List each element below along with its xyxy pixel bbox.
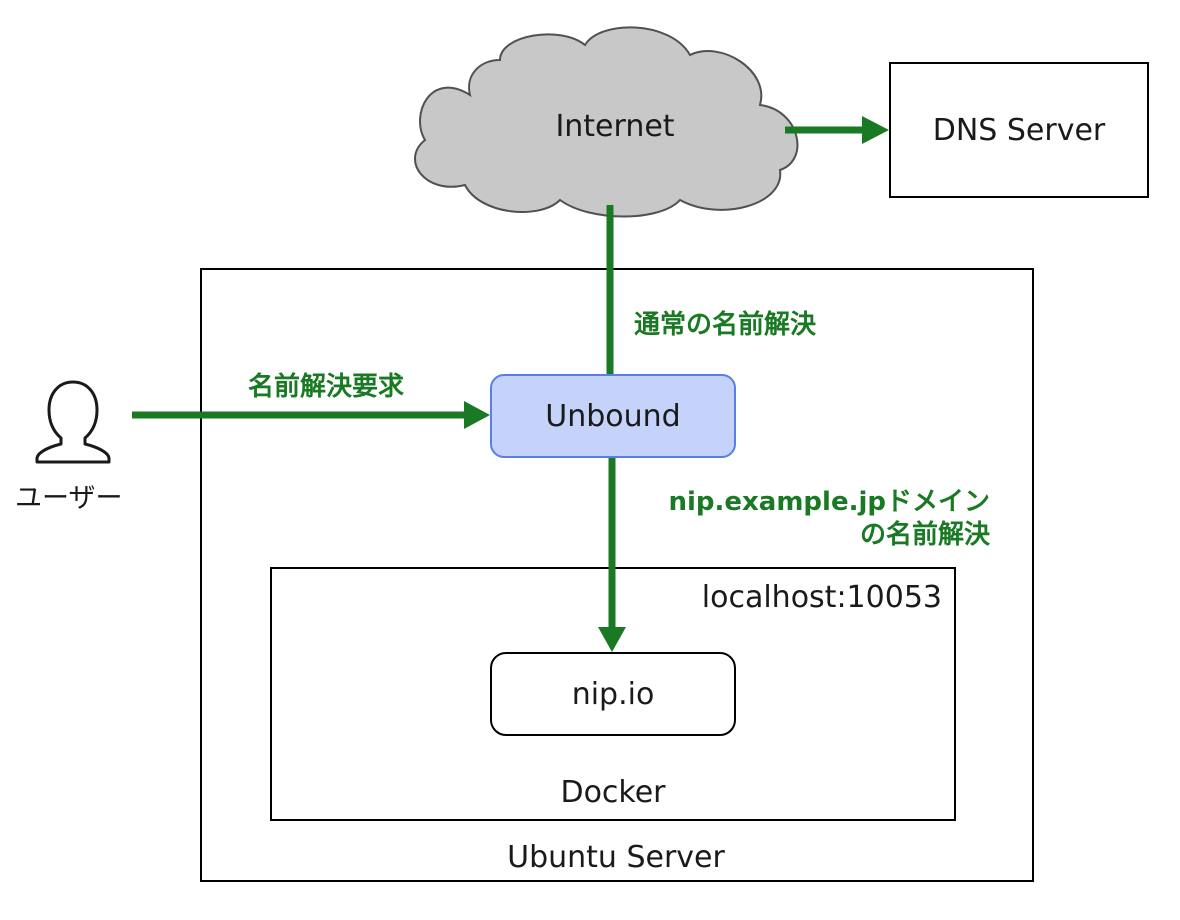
edge-label-nip-domain-line2: の名前解決 bbox=[859, 520, 990, 550]
unbound-node: Unbound bbox=[490, 374, 736, 458]
dns-server-label: DNS Server bbox=[932, 112, 1106, 148]
docker-port-label: localhost:10053 bbox=[701, 580, 942, 615]
edge-label-user-request: 名前解決要求 bbox=[248, 372, 405, 402]
arrow-internet-to-dns bbox=[785, 116, 889, 144]
nipio-label: nip.io bbox=[571, 676, 655, 712]
ubuntu-server-label: Ubuntu Server bbox=[507, 840, 725, 875]
internet-label: Internet bbox=[555, 109, 675, 144]
edge-label-nip-domain-line1: nip.example.jpドメイン bbox=[668, 487, 990, 517]
arrow-user-to-unbound bbox=[132, 401, 490, 429]
user-label: ユーザー bbox=[15, 483, 123, 514]
docker-label: Docker bbox=[560, 775, 666, 810]
nipio-box: nip.io bbox=[490, 652, 736, 736]
cloud-icon bbox=[414, 26, 799, 218]
unbound-label: Unbound bbox=[545, 398, 681, 434]
dns-server-box: DNS Server bbox=[889, 62, 1149, 198]
edge-label-normal-resolution: 通常の名前解決 bbox=[634, 310, 817, 340]
user-icon bbox=[35, 380, 111, 464]
arrow-unbound-to-nipio bbox=[598, 457, 626, 652]
